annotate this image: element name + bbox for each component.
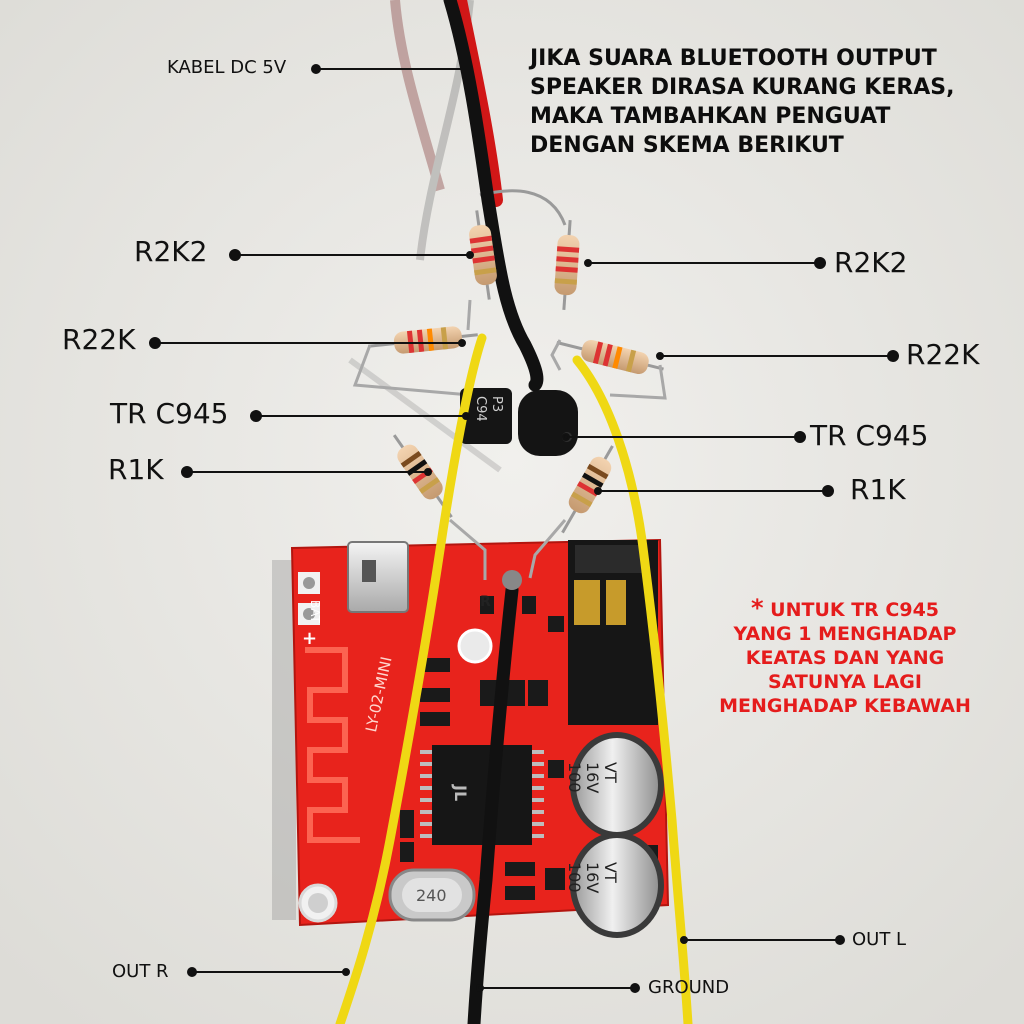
resistor-r2k2-left [469, 210, 497, 300]
yellow-out-r-wire [335, 333, 487, 1024]
bluetooth-board [290, 538, 670, 938]
yellow-out-l-wire [572, 355, 693, 1024]
label-ground: GROUND [648, 977, 730, 998]
note-line-1: * UNTUK TR C945 [700, 596, 990, 622]
heading-line-2: SPEAKER DIRASA KURANG KERAS, [530, 75, 955, 100]
black-ground-wire [467, 583, 519, 1024]
heading-line-4: DENGAN SKEMA BERIKUT [530, 133, 844, 158]
label-out-r: OUT R [112, 961, 169, 982]
component-legs [352, 299, 667, 580]
note-line-3: KEATAS DAN YANG [745, 647, 945, 669]
label-r1k-left: R1K [108, 453, 164, 486]
note-line-5: MENGHADAP KEBAWAH [719, 695, 971, 717]
resistor-r22k-right [556, 340, 664, 374]
note-line-1-text: UNTUK TR C945 [770, 599, 940, 621]
note-line-2: YANG 1 MENGHADAP [733, 623, 957, 645]
label-r1k-right: R1K [850, 473, 906, 506]
label-tr-c945-left: TR C945 [110, 397, 229, 430]
board-pad-text: R [480, 594, 491, 610]
heading-text: JIKA SUARA BLUETOOTH OUTPUT SPEAKER DIRA… [530, 44, 955, 160]
label-r22k-right: R22K [906, 338, 980, 371]
note-line-4: SATUNYA LAGI [768, 671, 922, 693]
heading-line-3: MAKA TAMBAHKAN PENGUAT [530, 104, 891, 129]
label-r22k-left: R22K [62, 323, 136, 356]
black-dc-wire [443, 0, 544, 392]
label-out-l: OUT L [852, 929, 907, 950]
label-r2k2-left: R2K2 [134, 235, 208, 268]
crystal-text: 240 [416, 886, 447, 905]
note-asterisk: * [750, 594, 764, 622]
transistor-orientation-note: * UNTUK TR C945 YANG 1 MENGHADAP KEATAS … [700, 596, 990, 718]
red-dc-wire [453, 0, 503, 207]
label-kabel-dc-5v: KABEL DC 5V [167, 57, 287, 78]
heading-line-1: JIKA SUARA BLUETOOTH OUTPUT [530, 46, 937, 71]
transistor-left [460, 388, 512, 444]
resistor-r1k-right [561, 445, 614, 534]
label-r2k2-right: R2K2 [834, 246, 908, 279]
board-plus-text: + [302, 628, 318, 649]
resistor-r2k2-right [554, 220, 580, 310]
label-tr-c945-right: TR C945 [810, 419, 929, 452]
